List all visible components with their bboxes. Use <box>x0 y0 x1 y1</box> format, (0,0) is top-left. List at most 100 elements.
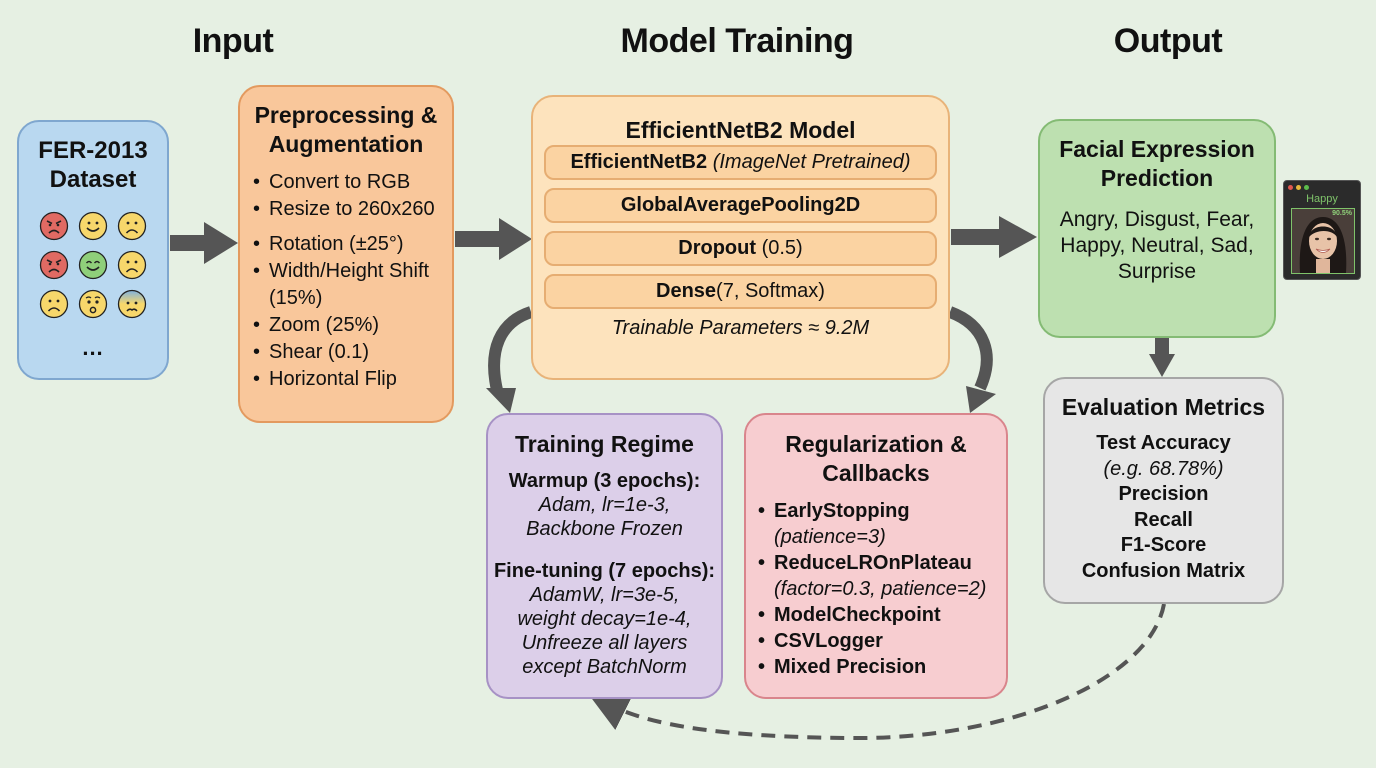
close-dot-icon <box>1288 185 1293 190</box>
phase-line: Backbone Frozen <box>526 518 683 540</box>
metric-test-accuracy: Test Accuracy <box>1096 432 1231 454</box>
dataset-title: FER-2013 Dataset <box>19 136 167 194</box>
callback-name: ModelCheckpoint <box>774 604 941 626</box>
dataset-title-line2: Dataset <box>49 166 137 193</box>
phase-line: Adam, lr=1e-3, <box>538 494 671 516</box>
callback-detail: (factor=0.3, patience=2) <box>774 578 987 600</box>
callbacks-box: Regularization & Callbacks EarlyStopping… <box>744 413 1008 699</box>
arrow-prediction-to-evaluation <box>1149 338 1175 377</box>
happy-face-icon <box>78 250 108 280</box>
callback-detail: (patience=3) <box>774 526 886 548</box>
preprocessing-item: Width/Height Shift (15%) <box>251 258 452 312</box>
phase-fine-tuning: Fine-tuning (7 epochs): AdamW, lr=3e-5, … <box>488 559 721 679</box>
phase-title: Warmup (3 epochs): <box>508 470 701 492</box>
callbacks-title: Regularization & Callbacks <box>746 430 1006 488</box>
metric-recall: Recall <box>1134 508 1193 531</box>
emotion-emoji-grid <box>19 211 167 319</box>
preprocessing-list: Convert to RGB Resize to 260x260 Rotatio… <box>251 169 452 393</box>
sad-face-icon <box>39 289 69 319</box>
prediction-title-line1: Facial Expression <box>1059 136 1255 162</box>
callback-item: Mixed Precision <box>756 654 1006 680</box>
metric-f1-score: F1-Score <box>1045 533 1282 559</box>
prediction-title: Facial Expression Prediction <box>1040 135 1274 193</box>
training-regime-title: Training Regime <box>515 431 694 457</box>
callback-name: EarlyStopping <box>774 500 910 522</box>
callback-name: CSVLogger <box>774 630 883 652</box>
preprocessing-item: Shear (0.1) <box>251 339 452 366</box>
window-controls <box>1288 185 1309 190</box>
callbacks-title-line2: Callbacks <box>822 460 930 486</box>
arrow-feedback-evaluation-to-training <box>588 603 1166 741</box>
preprocessing-item: Horizontal Flip <box>251 366 452 393</box>
fear-face-icon <box>117 289 147 319</box>
arrow-dataset-to-preprocessing <box>170 222 238 264</box>
model-box: EfficientNetB2 Model EfficientNetB2 (Ima… <box>531 95 950 380</box>
arrow-preprocessing-to-model <box>455 218 532 260</box>
preprocessing-item: Zoom (25%) <box>251 312 452 339</box>
preprocessing-title-line1: Preprocessing & <box>254 102 438 128</box>
section-title-input: Input <box>192 22 274 60</box>
minimize-dot-icon <box>1296 185 1301 190</box>
callback-item: ReduceLROnPlateau (factor=0.3, patience=2… <box>756 550 1006 602</box>
angry-face-icon <box>39 250 69 280</box>
metric-accuracy-example: (e.g. 68.78%) <box>1103 457 1224 480</box>
trainable-parameters: Trainable Parameters ≈ 9.2M <box>611 317 870 339</box>
layer-detail: (ImageNet Pretrained) <box>707 151 911 173</box>
callback-name: Mixed Precision <box>774 656 927 678</box>
preprocessing-title: Preprocessing & Augmentation <box>240 101 452 159</box>
phase-warmup: Warmup (3 epochs): Adam, lr=1e-3, Backbo… <box>488 469 721 541</box>
callback-item: EarlyStopping (patience=3) <box>756 498 1006 550</box>
arrow-model-to-training-regime <box>486 306 534 413</box>
arrow-model-to-prediction <box>951 216 1037 258</box>
callbacks-list: EarlyStopping (patience=3) ReduceLROnPlat… <box>756 498 1006 680</box>
sad-face-icon <box>117 250 147 280</box>
happy-face-icon <box>78 211 108 241</box>
face-bounding-box: 90.5% <box>1291 208 1355 274</box>
f1-prefix: F1- <box>1120 534 1151 556</box>
model-layer-dropout: Dropout (0.5) <box>544 231 937 266</box>
callback-name: ReduceLROnPlateau <box>774 552 972 574</box>
arrow-model-to-callbacks <box>947 306 996 413</box>
callbacks-title-line1: Regularization & <box>785 431 967 457</box>
phase-title: Fine-tuning (7 epochs): <box>493 560 716 582</box>
preprocessing-item: Rotation (±25°) <box>251 231 452 258</box>
model-layer-backbone: EfficientNetB2 (ImageNet Pretrained) <box>544 145 937 180</box>
evaluation-box: Evaluation Metrics Test Accuracy (e.g. 6… <box>1043 377 1284 604</box>
layer-name: EfficientNetB2 <box>570 151 708 173</box>
evaluation-title: Evaluation Metrics <box>1061 394 1266 420</box>
angry-face-icon <box>39 211 69 241</box>
preprocessing-item: Convert to RGB <box>251 169 452 196</box>
face-image <box>1292 209 1354 273</box>
sad-face-icon <box>117 211 147 241</box>
evaluation-metrics-list: Test Accuracy (e.g. 68.78%) Precision Re… <box>1045 431 1282 584</box>
emotion-classes: Angry, Disgust, Fear, Happy, Neutral, Sa… <box>1059 208 1255 283</box>
prediction-title-line2: Prediction <box>1100 165 1214 191</box>
layer-name: Dense <box>656 280 717 302</box>
callback-item: CSVLogger <box>756 628 1006 654</box>
more-indicator: ... <box>82 335 104 360</box>
section-title-model-training: Model Training <box>620 22 854 60</box>
metric-precision: Precision <box>1118 483 1209 505</box>
preprocessing-title-line2: Augmentation <box>268 131 424 157</box>
layer-name: GlobalAveragePooling2D <box>620 194 861 216</box>
maximize-dot-icon <box>1304 185 1309 190</box>
confidence-readout: 90.5% <box>1332 210 1352 217</box>
layer-detail: (0.5) <box>756 237 803 259</box>
f1-suffix: Score <box>1150 534 1207 556</box>
layer-detail: (7, Softmax) <box>716 280 825 302</box>
predicted-label: Happy <box>1306 193 1338 205</box>
prediction-box: Facial Expression Prediction Angry, Disg… <box>1038 119 1276 338</box>
preprocessing-item: Resize to 260x260 <box>251 196 452 223</box>
training-regime-box: Training Regime Warmup (3 epochs): Adam,… <box>486 413 723 699</box>
metric-confusion-matrix: Confusion Matrix <box>1081 559 1246 582</box>
webcam-preview-window: Happy 90.5% <box>1283 180 1361 280</box>
section-title-output: Output <box>1113 22 1223 60</box>
model-layer-dense: Dense(7, Softmax) <box>544 274 937 309</box>
phase-line: AdamW, lr=3e-5, <box>529 584 680 606</box>
preprocessing-box: Preprocessing & Augmentation Convert to … <box>238 85 454 423</box>
surprise-face-icon <box>78 289 108 319</box>
model-title: EfficientNetB2 Model <box>625 117 856 143</box>
phase-line: Unfreeze all layers <box>521 632 688 654</box>
phase-line: weight decay=1e-4, <box>517 608 692 630</box>
